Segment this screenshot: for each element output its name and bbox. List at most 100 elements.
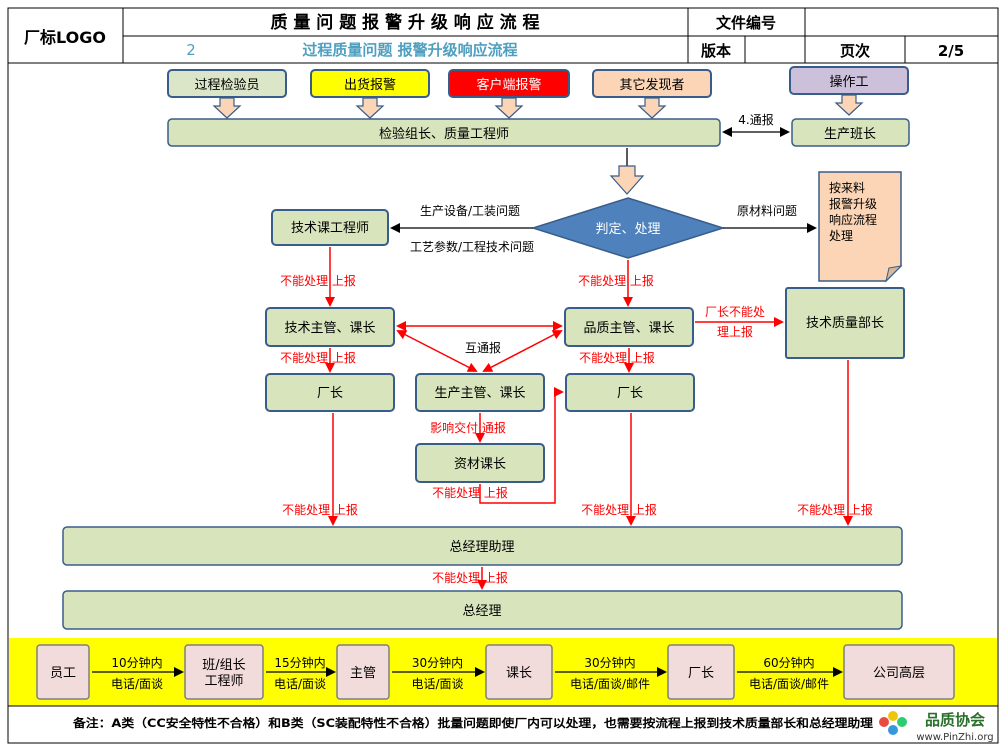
material-note-fold	[885, 265, 903, 283]
node-plant-manager-left	[265, 373, 395, 412]
node-quality-supervisor-label: 品质主管、课长	[583, 321, 674, 336]
chevron-down-icon	[637, 97, 667, 119]
escalation-step-label: 课长	[506, 666, 532, 681]
escalation-method-label: 电话/面谈/邮件	[749, 677, 829, 691]
node-gm-assistant	[62, 526, 903, 566]
node-tech-supervisor	[265, 307, 395, 347]
cannot-tech-label: 不能处理 上报	[280, 350, 356, 365]
plant-cannot-label-1: 厂长不能处	[705, 305, 765, 319]
node-materials-head-label: 资材课长	[454, 457, 506, 472]
mutual-notify-label: 互通报	[465, 340, 501, 355]
source-inspector-box	[167, 69, 287, 98]
node-inspection-lead-label: 检验组长、质量工程师	[379, 126, 509, 142]
escalation-step-box	[184, 644, 264, 700]
escalation-step-box	[36, 644, 90, 700]
node-production-supervisor-label: 生产主管、课长	[434, 386, 525, 401]
escalation-time-label: 60分钟内	[763, 655, 814, 670]
node-tech-engineer-label: 技术课工程师	[291, 221, 369, 236]
escalation-time-label: 30分钟内	[412, 655, 463, 670]
cannot-left-label: 不能处理 上报	[280, 273, 356, 288]
node-production-lead	[791, 118, 910, 147]
chevron-down-icon	[212, 97, 242, 119]
node-plant-manager-right	[565, 373, 695, 412]
escalation-step-label: 公司高层	[873, 665, 925, 681]
page-title: 质 量 问 题 报 警 升 级 响 应 流 程	[270, 12, 539, 33]
escalation-time-label: 10分钟内	[111, 655, 162, 670]
chevron-down-icon	[609, 165, 645, 195]
chevron-down-icon	[494, 97, 524, 119]
escalation-step-box	[667, 644, 735, 700]
escalation-method-label: 电话/面谈/邮件	[570, 677, 650, 691]
source-chevrons	[212, 94, 864, 119]
chevron-down-icon	[834, 94, 864, 116]
doc-no-label: 文件编号	[716, 14, 776, 32]
node-judge-diamond	[530, 197, 726, 259]
source-other-box	[592, 69, 712, 98]
brand-url: www.PinZhi.org	[916, 732, 993, 743]
body-frame	[7, 62, 999, 744]
escalation-method-label: 电话/面谈	[111, 677, 163, 691]
node-tech-quality-head-label: 技术质量部长	[806, 316, 884, 331]
footer-note: 备注：A类（CC安全特性不合格）和B类（SC装配特性不合格）批量问题即使厂内可以…	[72, 716, 874, 730]
plant-cannot-label-2: 理上报	[717, 324, 753, 339]
source-operator-label: 操作工	[829, 74, 868, 90]
node-plant-manager-right-label: 厂长	[617, 386, 643, 401]
node-tech-quality-head	[785, 287, 905, 359]
source-inspector-label: 过程检验员	[194, 77, 259, 93]
escalation-step-box	[843, 644, 955, 700]
source-customer-box	[448, 69, 570, 98]
affect-delivery-label: 影响交付 通报	[430, 420, 506, 435]
node-inspection-lead	[167, 118, 721, 147]
node-gm	[62, 590, 903, 630]
logo-text: 厂标LOGO	[24, 28, 106, 47]
escalation-time-label: 30分钟内	[584, 655, 635, 670]
source-shipping-box	[310, 69, 430, 98]
source-other-label: 其它发现者	[619, 77, 684, 93]
escalation-time-label: 15分钟内	[274, 655, 325, 670]
escalation-step-box	[485, 644, 553, 700]
node-gm-label: 总经理	[462, 604, 501, 619]
process-param-label: 工艺参数/工程技术问题	[410, 239, 534, 254]
notify-label: 4.通报	[738, 112, 773, 127]
escalation-step-label: 员工	[50, 666, 76, 681]
node-judge-label: 判定、处理	[595, 222, 660, 237]
source-operator-box	[789, 66, 909, 95]
escalation-method-label: 电话/面谈	[411, 677, 463, 691]
cannot-quality-label: 不能处理 上报	[579, 350, 655, 365]
brand-name: 品质协会	[925, 711, 985, 729]
cannot-to-gm-asst-mid-label: 不能处理 上报	[581, 502, 657, 517]
material-issue-label: 原材料问题	[737, 204, 797, 218]
mutual-line-right	[482, 330, 563, 372]
subtitle: 过程质量问题 报警升级响应流程	[302, 41, 517, 59]
escalation-step-label: 主管	[350, 666, 376, 681]
escalation-step-label: 厂长	[688, 666, 714, 681]
escalation-method-label: 电话/面谈	[274, 677, 326, 691]
sub-number: 2	[186, 41, 196, 59]
escalation-step-label: 班/组长工程师	[202, 658, 245, 689]
node-tech-supervisor-label: 技术主管、课长	[284, 321, 375, 336]
cannot-mid-label: 不能处理 上报	[578, 273, 654, 288]
node-quality-supervisor	[564, 307, 694, 347]
chevron-down-icon	[355, 97, 385, 119]
brand-logo	[879, 711, 907, 735]
equipment-issue-label: 生产设备/工装问题	[420, 204, 520, 218]
mutual-line-left	[396, 330, 478, 372]
node-gm-assistant-label: 总经理助理	[449, 540, 514, 555]
node-production-lead-label: 生产班长	[824, 127, 876, 142]
node-materials-head	[415, 443, 545, 483]
source-shipping-label: 出货报警	[344, 77, 396, 93]
source-row: 过程检验员 出货报警 客户端报警 其它发现者 操作工	[167, 66, 909, 98]
cannot-materials-label: 不能处理 上报	[432, 485, 508, 500]
cannot-to-gm-label: 不能处理 上报	[432, 570, 508, 585]
node-tech-engineer	[271, 209, 389, 246]
cannot-to-gm-asst-right-label: 不能处理 上报	[797, 502, 873, 517]
materials-to-plant-line	[479, 387, 564, 504]
page-number: 2/5	[938, 42, 964, 60]
version-label: 版本	[701, 42, 731, 60]
escalation-step-box	[336, 644, 390, 700]
source-customer-label: 客户端报警	[476, 77, 541, 93]
page-label: 页次	[840, 42, 870, 60]
cannot-to-gm-asst-left-label: 不能处理 上报	[282, 502, 358, 517]
